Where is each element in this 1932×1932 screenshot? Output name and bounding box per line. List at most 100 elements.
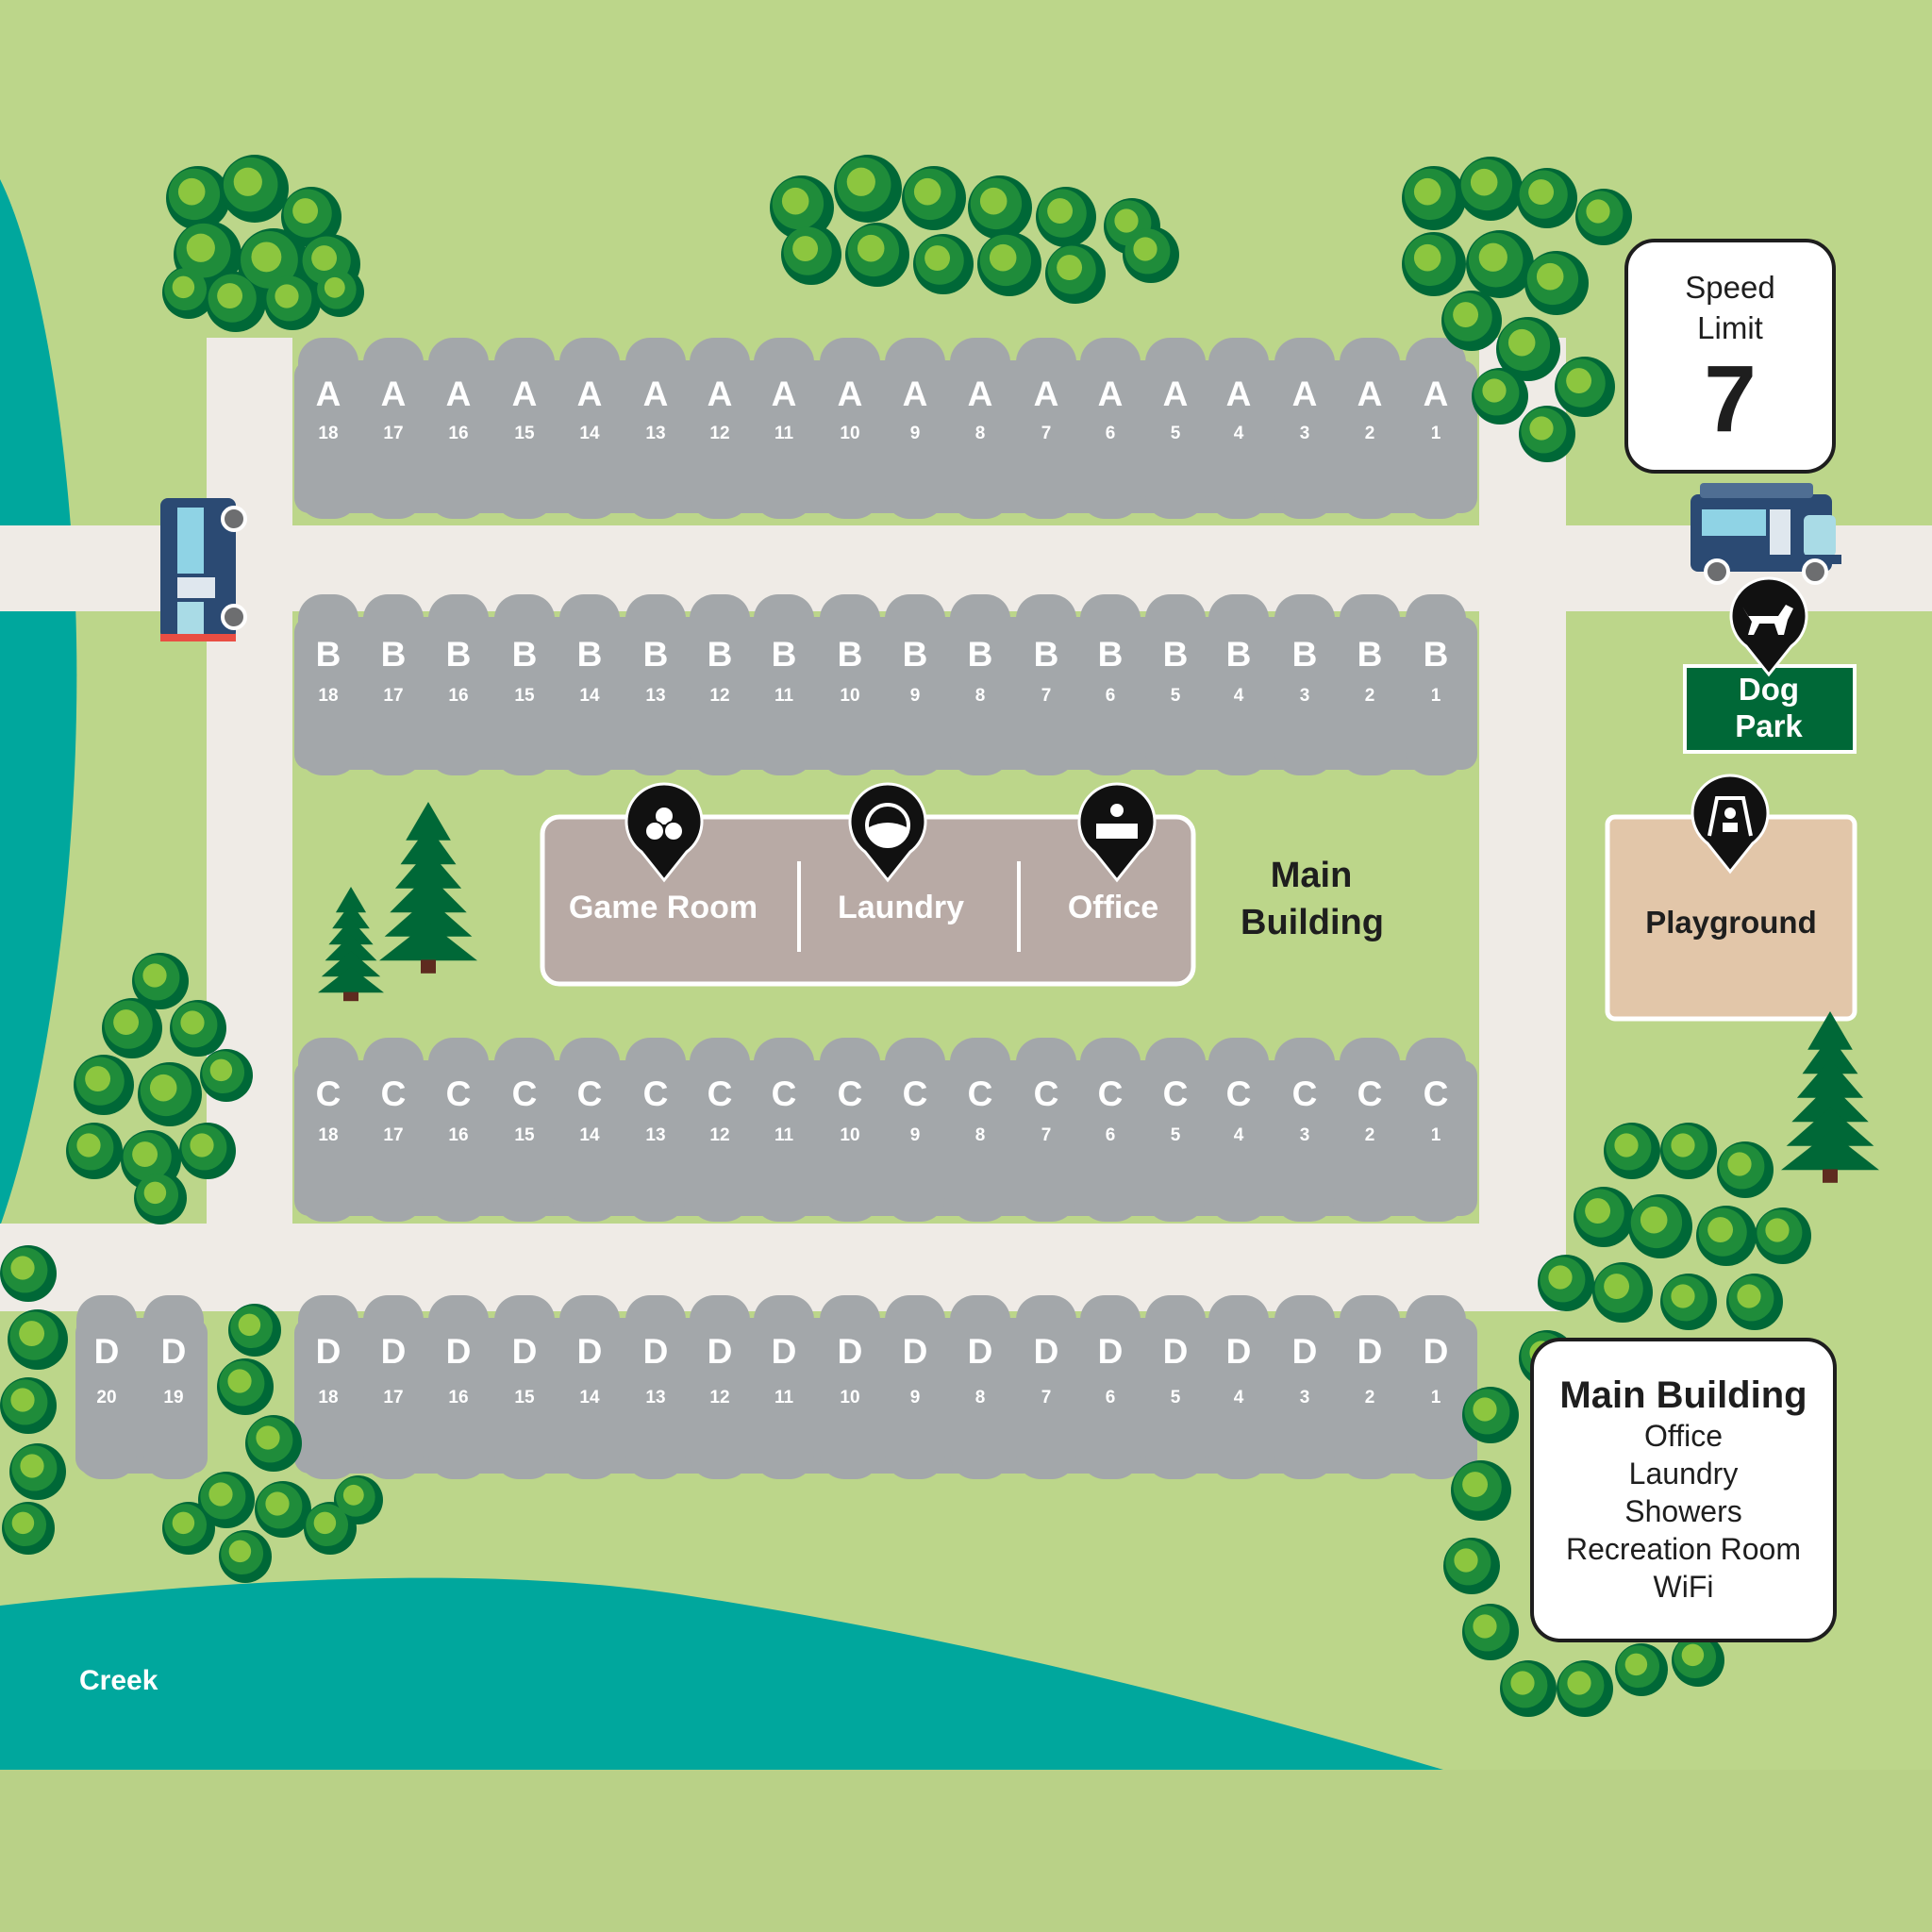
tree-cluster-top-center bbox=[770, 155, 1179, 304]
canopy-highlight bbox=[209, 1058, 233, 1082]
canopy-highlight bbox=[265, 1491, 290, 1516]
site-d-14[interactable]: D14 bbox=[559, 1295, 620, 1479]
site-b-6[interactable]: B6 bbox=[1080, 594, 1141, 775]
site-d-3[interactable]: D3 bbox=[1274, 1295, 1335, 1479]
site-c-6[interactable]: C6 bbox=[1080, 1038, 1141, 1222]
site-c-17[interactable]: C17 bbox=[363, 1038, 424, 1222]
site-b-4[interactable]: B4 bbox=[1208, 594, 1269, 775]
site-a-18[interactable]: A18 bbox=[298, 338, 358, 519]
site-c-4[interactable]: C4 bbox=[1208, 1038, 1269, 1222]
site-c-15[interactable]: C15 bbox=[494, 1038, 555, 1222]
site-a-13[interactable]: A13 bbox=[625, 338, 686, 519]
site-c-7[interactable]: C7 bbox=[1016, 1038, 1076, 1222]
site-d-11[interactable]: D11 bbox=[754, 1295, 814, 1479]
site-a-4[interactable]: A4 bbox=[1208, 338, 1269, 519]
swing-icon[interactable] bbox=[1690, 774, 1770, 874]
site-d-8[interactable]: D8 bbox=[950, 1295, 1010, 1479]
canopy-highlight bbox=[311, 245, 338, 272]
office-icon[interactable] bbox=[1077, 782, 1157, 883]
site-tab bbox=[885, 1295, 945, 1479]
site-b-18[interactable]: B18 bbox=[298, 594, 358, 775]
site-letter: B bbox=[316, 635, 341, 674]
site-d-16[interactable]: D16 bbox=[428, 1295, 489, 1479]
site-a-11[interactable]: A11 bbox=[754, 338, 814, 519]
canopy-highlight bbox=[143, 1181, 167, 1205]
site-c-14[interactable]: C14 bbox=[559, 1038, 620, 1222]
site-d-15[interactable]: D15 bbox=[494, 1295, 555, 1479]
site-c-16[interactable]: C16 bbox=[428, 1038, 489, 1222]
game-room-icon[interactable] bbox=[625, 782, 704, 883]
canopy-highlight bbox=[781, 187, 809, 215]
site-b-10[interactable]: B10 bbox=[820, 594, 880, 775]
site-letter: C bbox=[316, 1074, 341, 1113]
site-c-3[interactable]: C3 bbox=[1274, 1038, 1335, 1222]
site-b-9[interactable]: B9 bbox=[885, 594, 945, 775]
site-c-2[interactable]: C2 bbox=[1340, 1038, 1400, 1222]
site-b-13[interactable]: B13 bbox=[625, 594, 686, 775]
site-c-11[interactable]: C11 bbox=[754, 1038, 814, 1222]
site-c-12[interactable]: C12 bbox=[690, 1038, 750, 1222]
site-a-14[interactable]: A14 bbox=[559, 338, 620, 519]
site-d-6[interactable]: D6 bbox=[1080, 1295, 1141, 1479]
site-a-15[interactable]: A15 bbox=[494, 338, 555, 519]
site-letter: A bbox=[316, 375, 341, 413]
site-a-6[interactable]: A6 bbox=[1080, 338, 1141, 519]
site-b-3[interactable]: B3 bbox=[1274, 594, 1335, 775]
site-d-5[interactable]: D5 bbox=[1145, 1295, 1206, 1479]
site-b-14[interactable]: B14 bbox=[559, 594, 620, 775]
site-c-5[interactable]: C5 bbox=[1145, 1038, 1206, 1222]
rv-right-door bbox=[1770, 509, 1790, 557]
site-number: 16 bbox=[448, 686, 468, 706]
site-b-16[interactable]: B16 bbox=[428, 594, 489, 775]
site-d-19[interactable]: D19 bbox=[143, 1295, 204, 1479]
site-d-13[interactable]: D13 bbox=[625, 1295, 686, 1479]
canopy-highlight bbox=[1671, 1133, 1695, 1158]
canopy-highlight bbox=[1528, 179, 1555, 206]
site-letter: D bbox=[161, 1332, 187, 1371]
site-b-5[interactable]: B5 bbox=[1145, 594, 1206, 775]
site-a-7[interactable]: A7 bbox=[1016, 338, 1076, 519]
site-number: 1 bbox=[1431, 424, 1441, 443]
site-a-12[interactable]: A12 bbox=[690, 338, 750, 519]
site-letter: C bbox=[1226, 1074, 1252, 1113]
site-d-12[interactable]: D12 bbox=[690, 1295, 750, 1479]
site-a-10[interactable]: A10 bbox=[820, 338, 880, 519]
site-a-8[interactable]: A8 bbox=[950, 338, 1010, 519]
site-b-8[interactable]: B8 bbox=[950, 594, 1010, 775]
canopy-highlight bbox=[149, 1074, 177, 1102]
site-b-11[interactable]: B11 bbox=[754, 594, 814, 775]
laundry-icon[interactable] bbox=[848, 782, 927, 883]
site-c-18[interactable]: C18 bbox=[298, 1038, 358, 1222]
site-a-17[interactable]: A17 bbox=[363, 338, 424, 519]
site-a-5[interactable]: A5 bbox=[1145, 338, 1206, 519]
site-b-2[interactable]: B2 bbox=[1340, 594, 1400, 775]
site-d-20[interactable]: D20 bbox=[76, 1295, 137, 1479]
site-b-15[interactable]: B15 bbox=[494, 594, 555, 775]
site-d-18[interactable]: D18 bbox=[298, 1295, 358, 1479]
dog-icon[interactable] bbox=[1729, 576, 1808, 677]
site-d-2[interactable]: D2 bbox=[1340, 1295, 1400, 1479]
site-d-1[interactable]: D1 bbox=[1406, 1295, 1466, 1479]
site-d-17[interactable]: D17 bbox=[363, 1295, 424, 1479]
site-d-7[interactable]: D7 bbox=[1016, 1295, 1076, 1479]
site-tab bbox=[1406, 594, 1466, 775]
site-c-1[interactable]: C1 bbox=[1406, 1038, 1466, 1222]
site-c-13[interactable]: C13 bbox=[625, 1038, 686, 1222]
site-c-9[interactable]: C9 bbox=[885, 1038, 945, 1222]
site-b-17[interactable]: B17 bbox=[363, 594, 424, 775]
site-b-7[interactable]: B7 bbox=[1016, 594, 1076, 775]
site-c-8[interactable]: C8 bbox=[950, 1038, 1010, 1222]
site-d-4[interactable]: D4 bbox=[1208, 1295, 1269, 1479]
canopy-highlight bbox=[913, 177, 941, 206]
site-b-12[interactable]: B12 bbox=[690, 594, 750, 775]
site-a-2[interactable]: A2 bbox=[1340, 338, 1400, 519]
site-d-9[interactable]: D9 bbox=[885, 1295, 945, 1479]
site-a-1[interactable]: A1 bbox=[1406, 338, 1466, 519]
site-a-3[interactable]: A3 bbox=[1274, 338, 1335, 519]
site-b-1[interactable]: B1 bbox=[1406, 594, 1466, 775]
site-a-16[interactable]: A16 bbox=[428, 338, 489, 519]
site-a-9[interactable]: A9 bbox=[885, 338, 945, 519]
site-d-10[interactable]: D10 bbox=[820, 1295, 880, 1479]
site-c-10[interactable]: C10 bbox=[820, 1038, 880, 1222]
room-divider-2 bbox=[1017, 861, 1021, 952]
